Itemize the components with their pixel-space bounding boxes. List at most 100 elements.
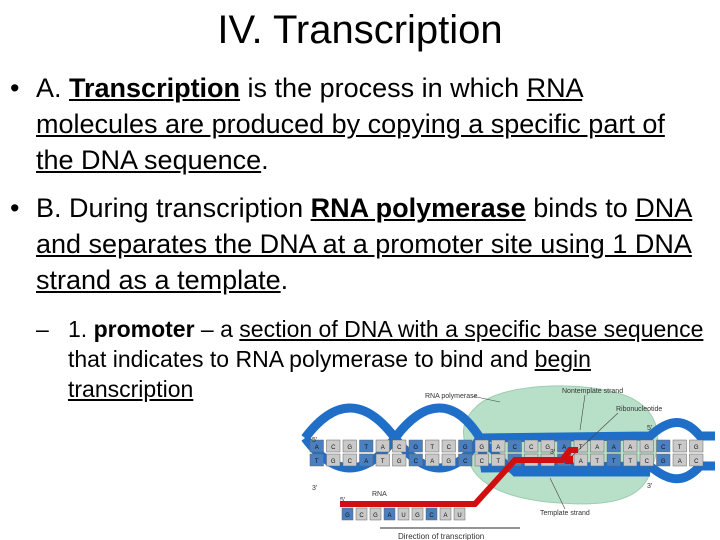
label-5-prime-left: 5' bbox=[312, 437, 317, 444]
dna-base-top bbox=[540, 439, 555, 453]
bullet-b-mid: binds to bbox=[525, 193, 636, 223]
dna-base-top bbox=[672, 439, 687, 453]
sub-underlined-1: section of DNA with a specific base sequ… bbox=[239, 316, 704, 342]
dna-base-top-letter: G bbox=[545, 445, 550, 451]
bullet-a-text: A. Transcription is the process in which… bbox=[36, 70, 700, 178]
rna-base bbox=[341, 507, 354, 521]
dna-base-bottom-letter: C bbox=[694, 459, 699, 465]
ribonucleotide-mark bbox=[565, 456, 573, 464]
transcription-diagram: ACGTACGTCGGACCGATAAAGCTG TGCATGCAGCCTGGC… bbox=[301, 385, 715, 540]
dna-base-bottom bbox=[623, 453, 638, 467]
term-transcription: Transcription bbox=[69, 73, 241, 103]
dna-base-top-letter: A bbox=[628, 445, 632, 451]
dna-base-bottom bbox=[326, 453, 341, 467]
dna-base-top-letter: C bbox=[529, 445, 534, 451]
dna-base-top bbox=[309, 439, 324, 453]
dna-base-top bbox=[524, 439, 539, 453]
sub-mid: – a bbox=[194, 316, 240, 342]
dna-strand-bottom bbox=[301, 403, 715, 484]
dna-base-top bbox=[441, 439, 456, 453]
dna-base-bottom-letter: G bbox=[446, 459, 451, 465]
dna-base-bottom bbox=[375, 453, 390, 467]
term-promoter: promoter bbox=[93, 316, 195, 342]
dna-base-top bbox=[392, 439, 407, 453]
dna-base-top bbox=[590, 439, 605, 453]
dna-base-top bbox=[425, 439, 440, 453]
dna-base-top bbox=[359, 439, 374, 453]
sub-bullet-marker: – bbox=[36, 316, 49, 342]
dna-base-top bbox=[375, 439, 390, 453]
bullet-marker: • bbox=[10, 73, 20, 103]
dna-base-top-letter: A bbox=[595, 445, 599, 451]
label-template: Template strand bbox=[540, 510, 590, 517]
dna-base-top bbox=[342, 439, 357, 453]
dna-base-top bbox=[408, 439, 423, 453]
dna-base-top-letter: T bbox=[364, 445, 368, 451]
rna-base bbox=[439, 507, 452, 521]
sub-underlined-2: begin transcription bbox=[68, 346, 591, 402]
dna-base-top bbox=[491, 439, 506, 453]
dna-base-top bbox=[689, 439, 704, 453]
rna-base bbox=[425, 507, 438, 521]
dna-base-top-letter: A bbox=[612, 445, 616, 451]
dna-base-top bbox=[656, 439, 671, 453]
dna-base-top-letter: A bbox=[562, 445, 566, 451]
label-nontemplate: Nontemplate strand bbox=[562, 388, 623, 395]
dna-base-bottom-letter: T bbox=[628, 459, 632, 465]
dna-base-bottom-letter: A bbox=[579, 459, 583, 465]
dna-base-bottom bbox=[359, 453, 374, 467]
dna-base-bottom-letter: C bbox=[463, 459, 468, 465]
rna-base-letter: A bbox=[387, 513, 391, 519]
dna-base-bottom bbox=[458, 453, 473, 467]
dna-base-bottom bbox=[491, 453, 506, 467]
rna-base bbox=[355, 507, 368, 521]
dna-base-bottom-letter: T bbox=[496, 459, 500, 465]
rna-base bbox=[397, 507, 410, 521]
dna-base-bottom-letter: T bbox=[595, 459, 599, 465]
dna-base-top-letter: G bbox=[479, 445, 484, 451]
sub-bullet-1: – 1. promoter – a section of DNA with a … bbox=[36, 314, 706, 404]
dna-strand-top bbox=[301, 403, 715, 473]
label-rna-polymerase: RNA polymerase bbox=[425, 393, 478, 400]
dna-base-bottom bbox=[474, 453, 489, 467]
rna-base bbox=[453, 507, 466, 521]
dna-base-bottom-letter: G bbox=[661, 459, 666, 465]
dna-base-top-letter: G bbox=[694, 445, 699, 451]
dna-base-top bbox=[606, 439, 621, 453]
dna-base-bottom bbox=[408, 453, 423, 467]
label-direction: Direction of transcription bbox=[398, 532, 484, 540]
dna-base-bottom bbox=[606, 453, 621, 467]
dna-base-bottom-letter: C bbox=[414, 459, 419, 465]
bullet-marker: • bbox=[10, 193, 20, 223]
dna-base-top-letter: T bbox=[678, 445, 682, 451]
term-rna-polymerase: RNA polymerase bbox=[310, 193, 526, 223]
dna-base-top-letter: A bbox=[496, 445, 500, 451]
dna-base-bottom bbox=[392, 453, 407, 467]
dna-base-top-letter: G bbox=[413, 445, 418, 451]
leader-nontemplate bbox=[579, 394, 586, 431]
label-ribonucleotide: Ribonucleotide bbox=[616, 406, 662, 413]
dna-base-top-letter: G bbox=[347, 445, 352, 451]
slide-title: IV. Transcription bbox=[217, 8, 503, 52]
sub-rest: that indicates to RNA polymerase to bind… bbox=[68, 346, 535, 372]
dna-base-bottom-letter: A bbox=[678, 459, 682, 465]
dna-base-top-letter: A bbox=[381, 445, 385, 451]
dna-base-top-letter: C bbox=[397, 445, 402, 451]
rna-base bbox=[411, 507, 424, 521]
bullet-b-underlined: DNA and separates the DNA at a promoter … bbox=[36, 193, 693, 295]
dna-base-top bbox=[458, 439, 473, 453]
label-3-prime-left: 3' bbox=[312, 485, 317, 492]
dna-base-top bbox=[639, 439, 654, 453]
dna-base-top-letter: G bbox=[644, 445, 649, 451]
sub-prefix: 1. bbox=[68, 316, 94, 342]
dna-base-top bbox=[474, 439, 489, 453]
dna-base-bottom-letter: T bbox=[315, 459, 319, 465]
label-3-prime-mid: 3' bbox=[550, 449, 555, 456]
label-5-prime-right: 5' bbox=[647, 425, 652, 432]
dna-base-bottom-letter: C bbox=[645, 459, 650, 465]
rna-base-letter: G bbox=[415, 513, 420, 519]
dna-base-top-letter: A bbox=[315, 445, 319, 451]
rna-base-letter: U bbox=[457, 513, 461, 519]
dna-base-top-letter: T bbox=[430, 445, 434, 451]
label-rna: RNA bbox=[372, 491, 387, 498]
